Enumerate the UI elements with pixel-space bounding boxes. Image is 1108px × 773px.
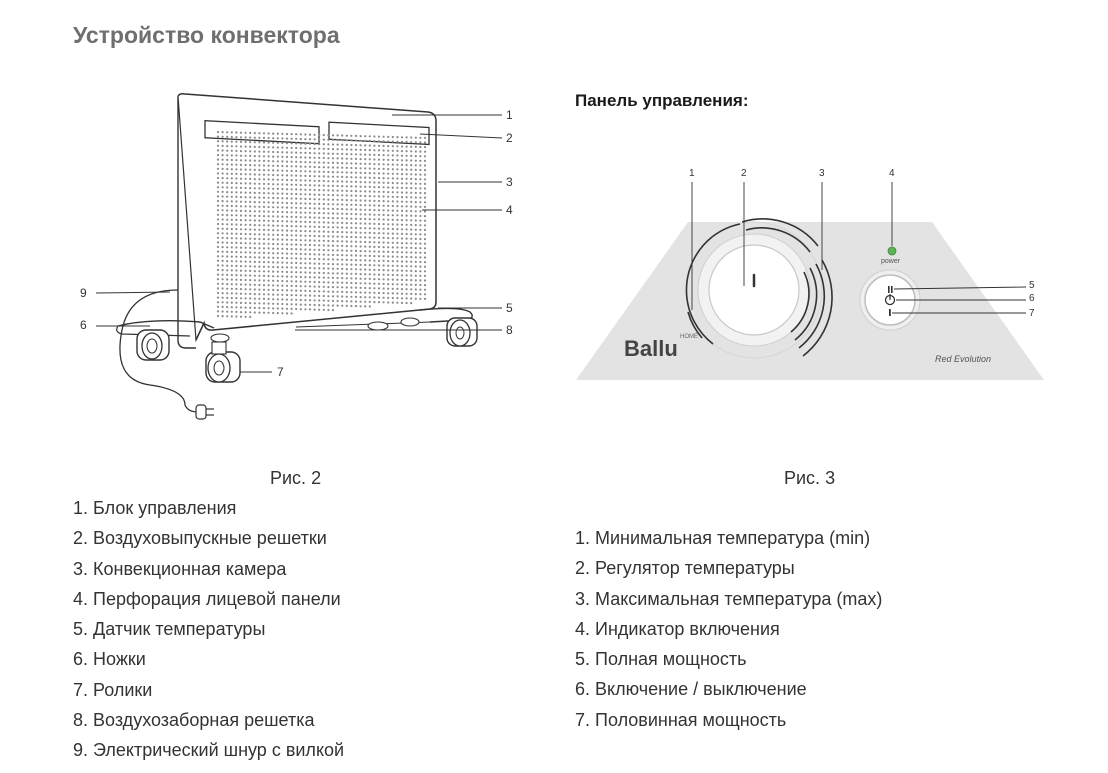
list-item: 2. Воздуховыпускные решетки: [73, 528, 327, 549]
panel-callout-5: 5: [1029, 280, 1035, 291]
list-item: 3. Конвекционная камера: [73, 558, 287, 579]
list-item: 2. Регулятор температуры: [575, 558, 795, 579]
callout-2: 2: [506, 131, 513, 145]
convector-illustration: 1 2 3 4 5 8 7 6 9: [80, 93, 513, 420]
callout-3: 3: [506, 175, 513, 189]
temperature-knob: [708, 244, 800, 336]
model-label: Red Evolution: [935, 354, 991, 364]
list-item: 6. Включение / выключение: [575, 679, 807, 700]
callout-1: 1: [506, 108, 513, 122]
list-item: 8. Воздухозаборная решетка: [73, 710, 315, 731]
caster-right: [446, 317, 478, 347]
caster-front: [205, 341, 241, 383]
list-item: 4. Индикатор включения: [575, 618, 780, 639]
list-item: 1. Минимальная температура (min): [575, 528, 871, 548]
callout-7: 7: [277, 365, 284, 379]
power-cord: [119, 289, 199, 413]
power-indicator-led: [887, 246, 897, 256]
list-item: 4. Перфорация лицевой панели: [73, 588, 341, 609]
brand-sub-label: HOME: [680, 334, 698, 340]
panel-callout-2: 2: [741, 168, 747, 179]
list-item: 7. Ролики: [73, 679, 153, 700]
callout-8: 8: [506, 323, 513, 337]
control-panel-illustration: power Ballu HOME Red Evolution 1 2 3 4 5…: [576, 168, 1044, 380]
panel-callout-7: 7: [1029, 308, 1035, 319]
power-label: power: [881, 258, 901, 265]
caster-left: [136, 329, 170, 361]
callout-4: 4: [506, 203, 513, 217]
brand-logo: Ballu: [624, 336, 678, 361]
list-item: 5. Полная мощность: [575, 649, 747, 670]
figure-3-caption: Рис. 3: [784, 468, 836, 488]
list-item: 9. Электрический шнур с вилкой: [73, 740, 345, 761]
plug-icon: [195, 404, 214, 420]
list-item: 1. Блок управления: [73, 498, 237, 518]
list-item: 6. Ножки: [73, 649, 146, 670]
figure-2-caption: Рис. 2: [270, 468, 322, 488]
list-item: 3. Максимальная температура (max): [575, 588, 883, 609]
list-item: 7. Половинная мощность: [575, 709, 787, 730]
list-item: 5. Датчик температуры: [73, 619, 266, 640]
convector-parts-list: 1. Блок управления 2. Воздуховыпускные р…: [73, 493, 344, 766]
page-title: Устройство конвектора: [73, 22, 340, 48]
temperature-scale-arcs: [685, 218, 833, 357]
callout-9: 9: [80, 286, 87, 300]
perforation-field: [216, 130, 427, 318]
control-panel-parts-list: 1. Минимальная температура (min) 2. Регу…: [575, 523, 882, 735]
callout-6: 6: [80, 318, 87, 332]
panel-title: Панель управления:: [575, 91, 749, 110]
callout-5: 5: [506, 301, 513, 315]
panel-callout-6: 6: [1029, 293, 1035, 304]
panel-callout-4: 4: [889, 168, 895, 179]
panel-callout-3: 3: [819, 168, 825, 179]
panel-callout-1: 1: [689, 168, 695, 179]
